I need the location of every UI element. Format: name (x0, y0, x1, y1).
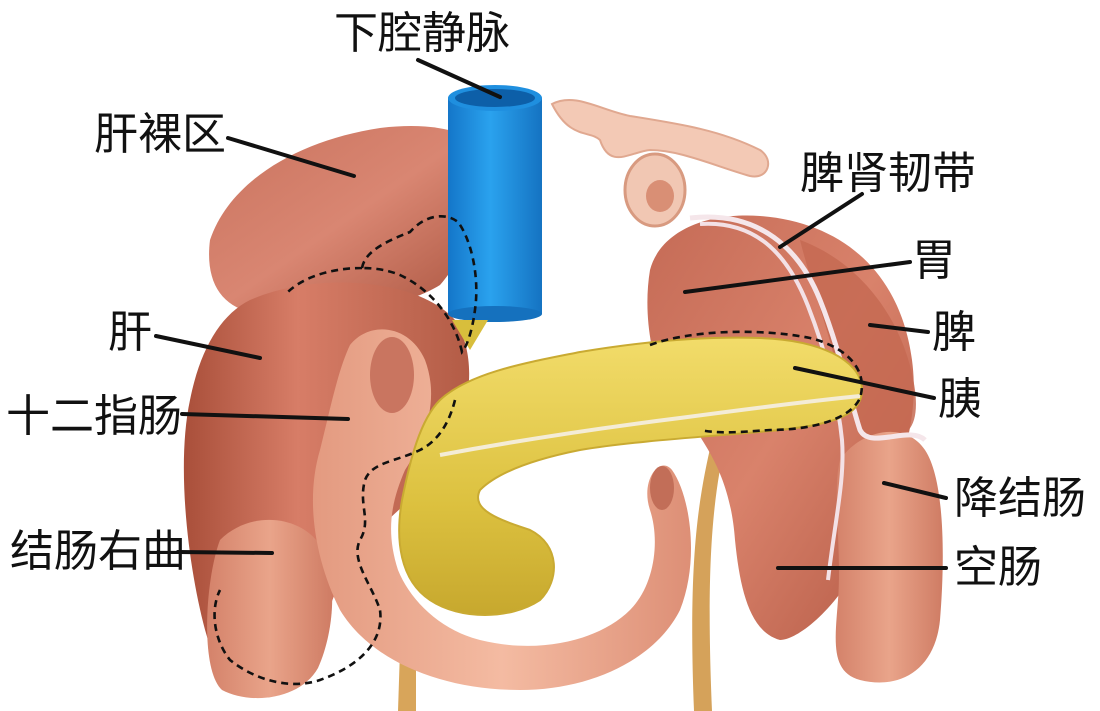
label-liver: 肝 (108, 307, 152, 358)
label-ivc: 下腔静脉 (334, 8, 510, 59)
label-bare-area: 肝裸区 (94, 109, 226, 160)
vessel-right (692, 440, 726, 711)
label-spleen: 脾 (932, 307, 976, 358)
ivc-shape (448, 85, 542, 350)
label-splenorenal-ligament: 脾肾韧带 (800, 148, 976, 199)
label-hepatic-flexure: 结肠右曲 (10, 526, 186, 577)
label-stomach: 胃 (912, 235, 956, 286)
hepatic-flexure-shape (207, 520, 332, 698)
descending-colon-shape (836, 432, 943, 683)
label-descending-colon: 降结肠 (954, 473, 1086, 524)
duodenum-lumen (370, 337, 414, 413)
jejunum-lumen (650, 466, 674, 510)
leader-hepatic-flexure (178, 552, 272, 553)
label-pancreas: 胰 (938, 374, 982, 425)
ligament-loop-inner (646, 180, 674, 212)
label-jejunum: 空肠 (954, 542, 1042, 593)
label-duodenum: 十二指肠 (6, 391, 182, 442)
